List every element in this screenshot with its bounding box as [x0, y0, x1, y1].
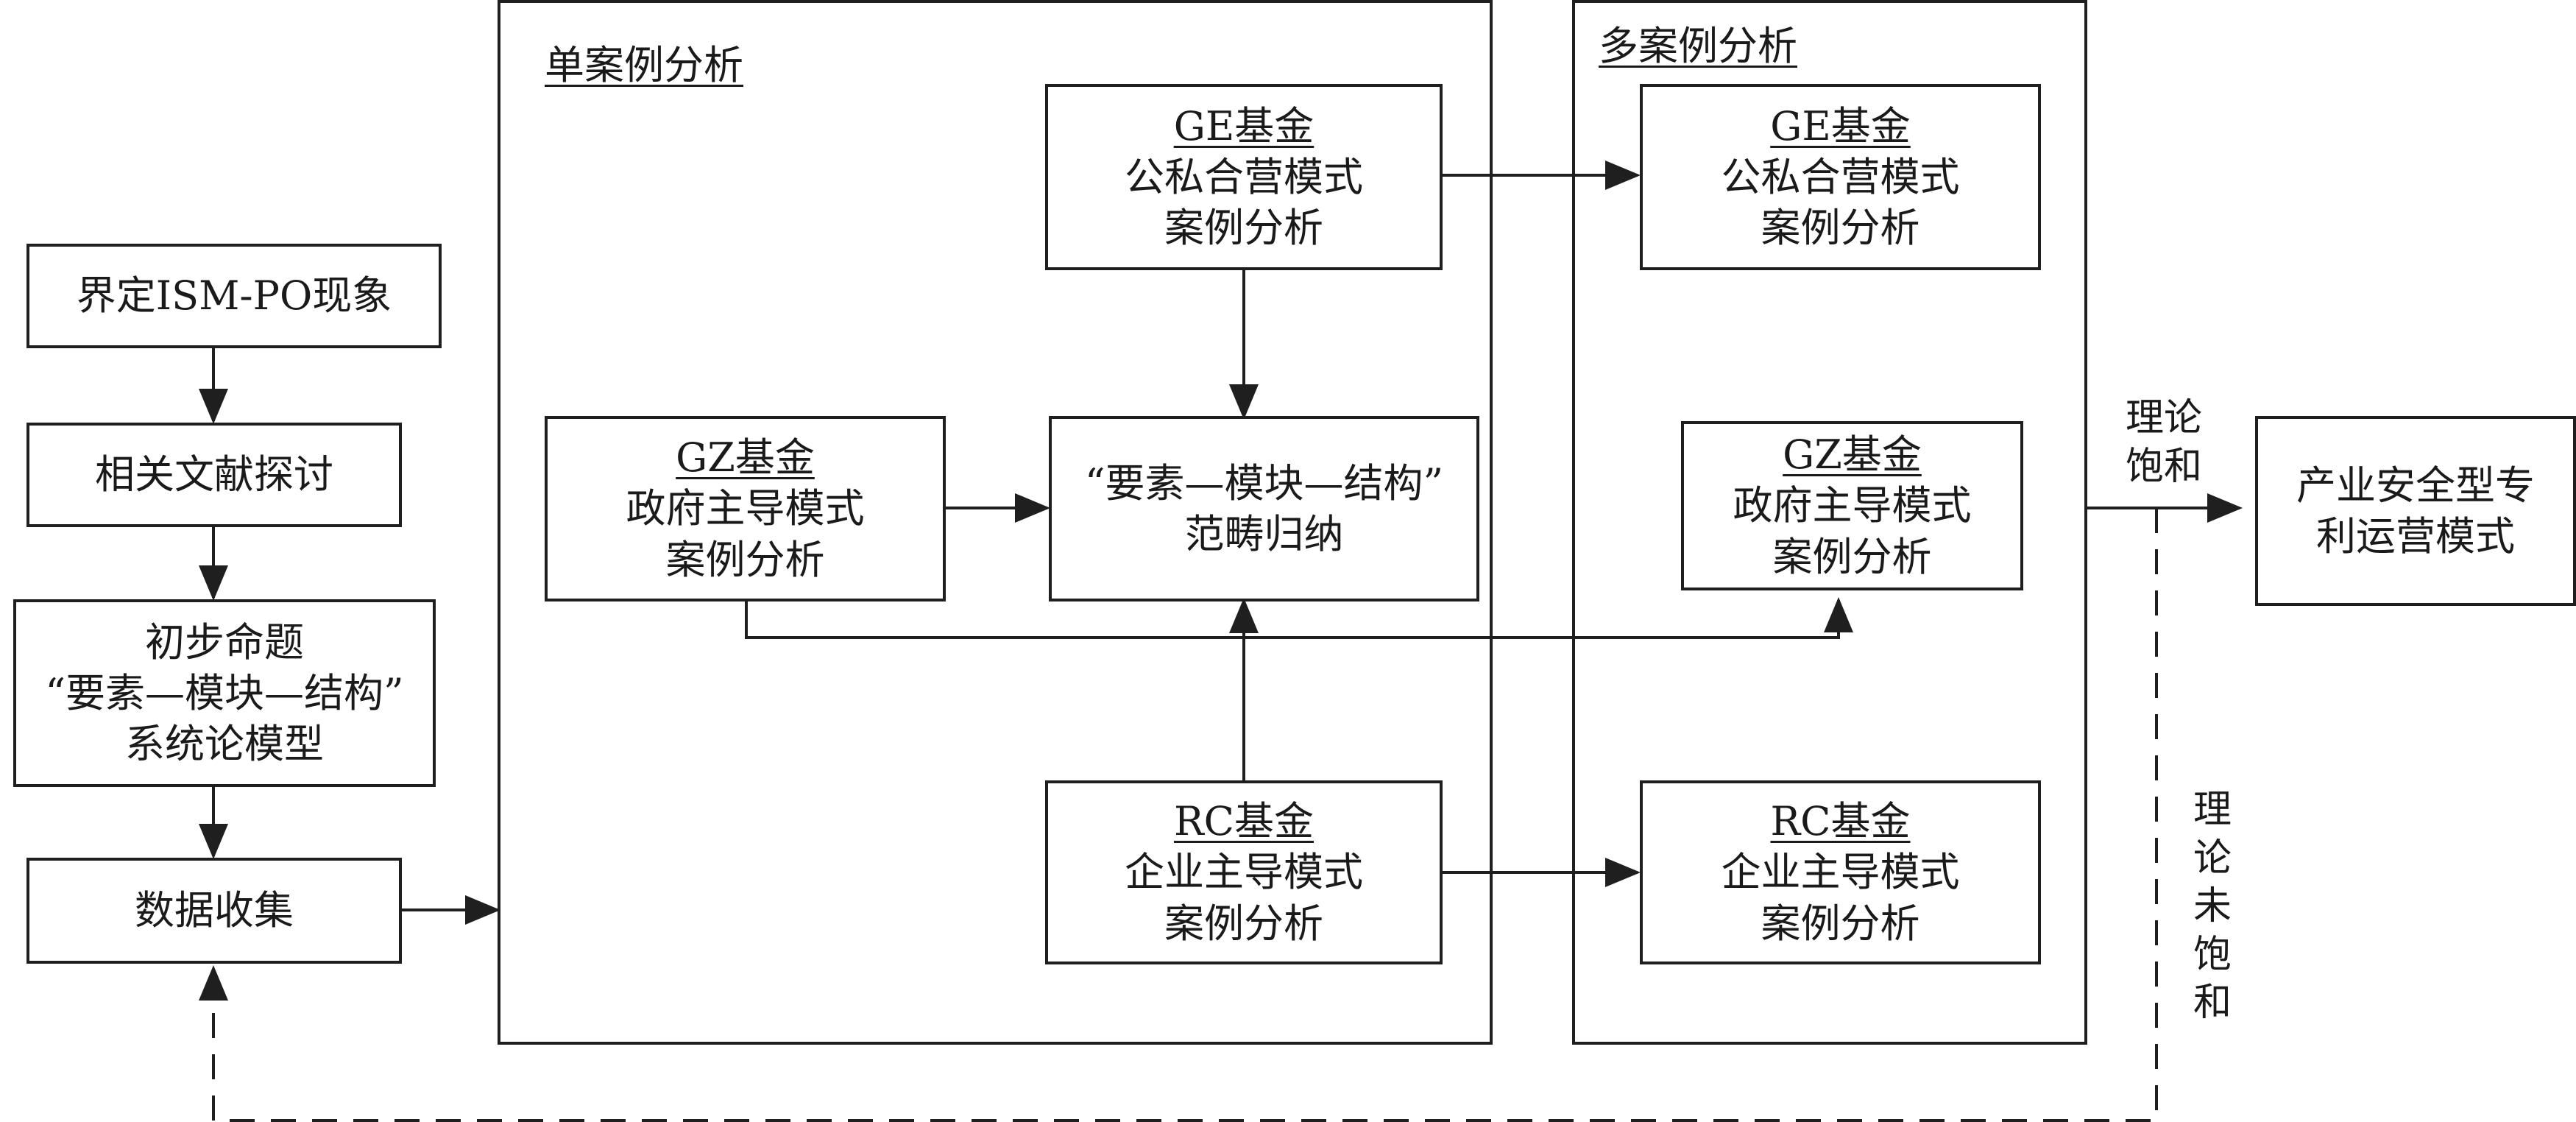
theory-saturated-label: 理论 饱和	[2126, 395, 2202, 491]
saturated-line-1: 理论	[2126, 396, 2203, 440]
multi-gz-line-2: 案例分析	[1772, 533, 1932, 580]
preliminary-proposition-box: 初步命题 “要素—模块—结构” 系统论模型	[13, 599, 436, 787]
multi-gz-name: GZ基金	[1783, 431, 1922, 479]
multi-rc-box: RC基金 企业主导模式 案例分析	[1640, 780, 2041, 964]
multi-rc-line-1: 企业主导模式	[1721, 849, 1960, 896]
multi-case-title: 多案例分析	[1599, 23, 1797, 69]
single-rc-box: RC基金 企业主导模式 案例分析	[1045, 780, 1443, 964]
category-induction-line-1: “要素—模块—结构”	[1084, 459, 1444, 507]
outcome-line-2: 利运营模式	[2316, 513, 2515, 560]
arrow-gz-single-to-multi	[745, 597, 1853, 639]
single-rc-name: RC基金	[1174, 798, 1314, 845]
saturated-line-2: 饱和	[2126, 444, 2203, 489]
single-ge-line-2: 案例分析	[1164, 205, 1323, 252]
single-gz-line-1: 政府主导模式	[626, 485, 865, 532]
data-collection-box: 数据收集	[26, 858, 402, 964]
unsaturated-char-4: 饱	[2193, 932, 2232, 977]
multi-case-frame	[1572, 0, 2087, 1045]
unsaturated-char-5: 和	[2193, 981, 2232, 1026]
category-induction-line-2: 范畴归纳	[1184, 511, 1344, 557]
multi-ge-name: GE基金	[1770, 102, 1911, 149]
multi-rc-line-2: 案例分析	[1761, 900, 1920, 947]
multi-rc-name: RC基金	[1770, 798, 1911, 845]
multi-ge-line-2: 案例分析	[1761, 205, 1920, 252]
single-ge-name: GE基金	[1173, 102, 1314, 149]
single-gz-box: GZ基金 政府主导模式 案例分析	[545, 416, 946, 601]
single-case-title: 单案例分析	[545, 42, 743, 88]
outcome-box: 产业安全型专 利运营模式	[2255, 416, 2576, 606]
multi-gz-line-1: 政府主导模式	[1733, 482, 1972, 529]
define-phenomenon-text: 界定ISM-PO现象	[76, 272, 392, 320]
single-rc-line-2: 案例分析	[1164, 900, 1323, 947]
arrow-unsaturated-feedback	[199, 508, 2158, 1122]
single-case-frame	[498, 0, 1493, 1045]
single-ge-box: GE基金 公私合营模式 案例分析	[1045, 84, 1443, 270]
category-induction-box: “要素—模块—结构” 范畴归纳	[1049, 416, 1479, 601]
single-ge-line-1: 公私合营模式	[1125, 153, 1363, 200]
data-collection-text: 数据收集	[135, 887, 294, 934]
unsaturated-char-3: 未	[2193, 884, 2232, 929]
proposition-line-3: 系统论模型	[125, 721, 324, 768]
multi-ge-line-1: 公私合营模式	[1721, 153, 1960, 200]
unsaturated-char-1: 理	[2193, 788, 2232, 832]
outcome-line-1: 产业安全型专	[2296, 462, 2535, 509]
literature-review-text: 相关文献探讨	[95, 451, 333, 498]
define-phenomenon-box: 界定ISM-PO现象	[26, 244, 442, 348]
single-rc-line-1: 企业主导模式	[1125, 849, 1363, 896]
proposition-line-2: “要素—模块—结构”	[45, 669, 404, 716]
unsaturated-char-2: 论	[2193, 836, 2232, 881]
single-gz-line-2: 案例分析	[665, 536, 825, 583]
literature-review-box: 相关文献探讨	[26, 423, 402, 527]
single-gz-name: GZ基金	[676, 434, 815, 481]
multi-gz-box: GZ基金 政府主导模式 案例分析	[1681, 421, 2023, 590]
theory-unsaturated-label: 理 论 未 饱 和	[2193, 786, 2232, 1028]
proposition-line-1: 初步命题	[145, 618, 304, 666]
multi-ge-box: GE基金 公私合营模式 案例分析	[1640, 84, 2041, 270]
